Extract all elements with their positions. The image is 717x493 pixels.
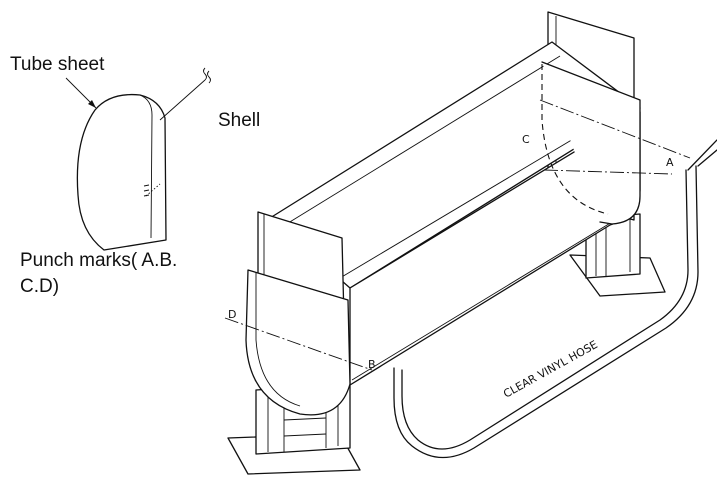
tube-sheet-label: Tube sheet <box>10 54 105 75</box>
front-shell-end <box>245 269 351 416</box>
punch-mark-lines <box>224 99 691 371</box>
shell-label: Shell <box>218 110 260 131</box>
point-c-label: C <box>522 133 530 146</box>
punch-marks-label-line2: C.D) <box>20 276 59 297</box>
point-a-label: A <box>666 156 674 169</box>
point-b-label: B <box>368 358 376 371</box>
hose-label: CLEAR VINYL HOSE <box>501 338 600 401</box>
rear-shell-end <box>541 61 641 225</box>
clear-vinyl-hose <box>393 139 717 459</box>
punch-marks-label-line1: Punch marks( A.B. <box>20 250 177 271</box>
tube-sheet-detail <box>65 67 211 251</box>
point-d-label: D <box>228 308 236 321</box>
shell-body <box>269 41 641 386</box>
